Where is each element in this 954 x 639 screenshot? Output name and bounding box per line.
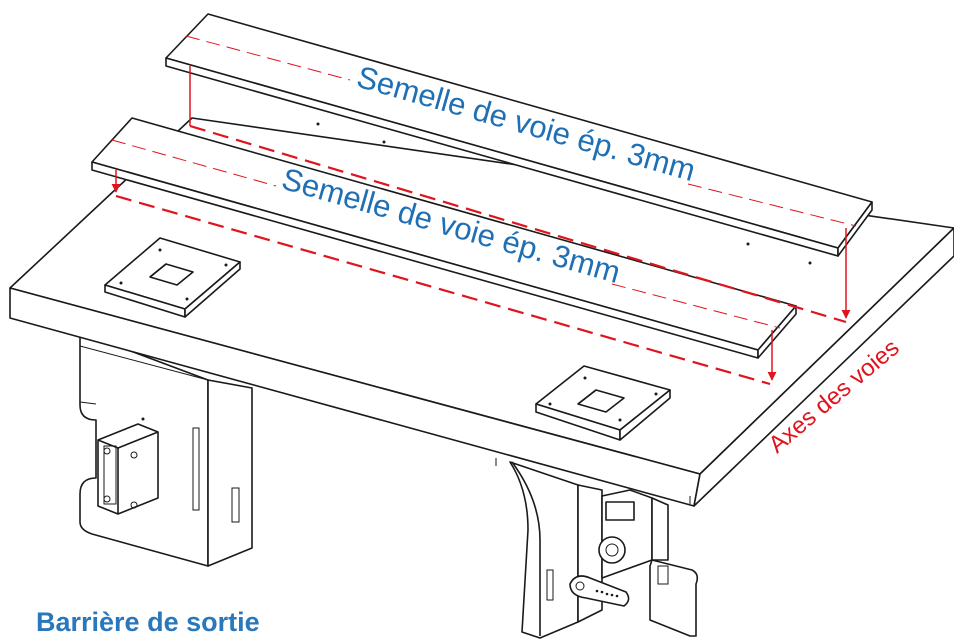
servo-assembly bbox=[569, 489, 699, 637]
track-sole-back bbox=[165, 13, 873, 257]
mounting-plate-right bbox=[535, 365, 671, 441]
junction-box bbox=[97, 417, 159, 515]
caption-title: Barrière de sortie bbox=[36, 607, 260, 637]
track-sole-front bbox=[91, 117, 797, 359]
track-axes-lines bbox=[111, 35, 857, 386]
right-support bbox=[509, 461, 603, 639]
mounting-plate-left bbox=[104, 237, 241, 318]
base-holes bbox=[316, 122, 812, 265]
